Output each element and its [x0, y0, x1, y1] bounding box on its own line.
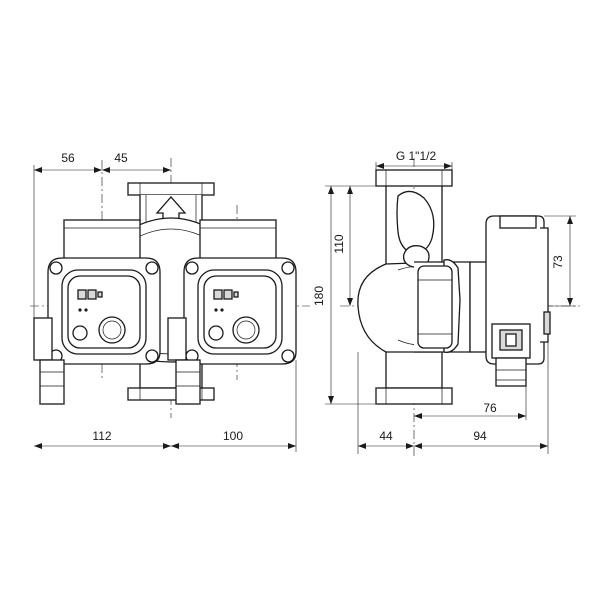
dim-front-right-width: 100 — [223, 429, 243, 443]
dim-axis-to-box: 76 — [483, 401, 497, 415]
dim-front-right-offset: 45 — [114, 151, 128, 165]
dim-front-left-offset: 56 — [61, 151, 75, 165]
left-motor — [33, 219, 161, 405]
dim-height-inner: 110 — [332, 234, 346, 253]
dim-thread-size: G 1"1/2 — [396, 149, 437, 163]
front-view: 56 45 112 100 — [30, 151, 310, 452]
side-bottom-flange — [375, 350, 453, 405]
dim-front-left-width: 112 — [92, 429, 111, 443]
bottom-flange — [127, 362, 215, 401]
side-top-flange — [375, 169, 453, 266]
side-view: G 1"1/2 180 110 73 76 44 94 — [312, 149, 580, 456]
right-motor — [167, 219, 297, 405]
dim-axis-to-back: 94 — [473, 429, 487, 443]
dim-height-total: 180 — [312, 286, 326, 306]
dim-axis-to-inlet: 44 — [379, 429, 393, 443]
dim-motor-height: 73 — [551, 255, 565, 269]
